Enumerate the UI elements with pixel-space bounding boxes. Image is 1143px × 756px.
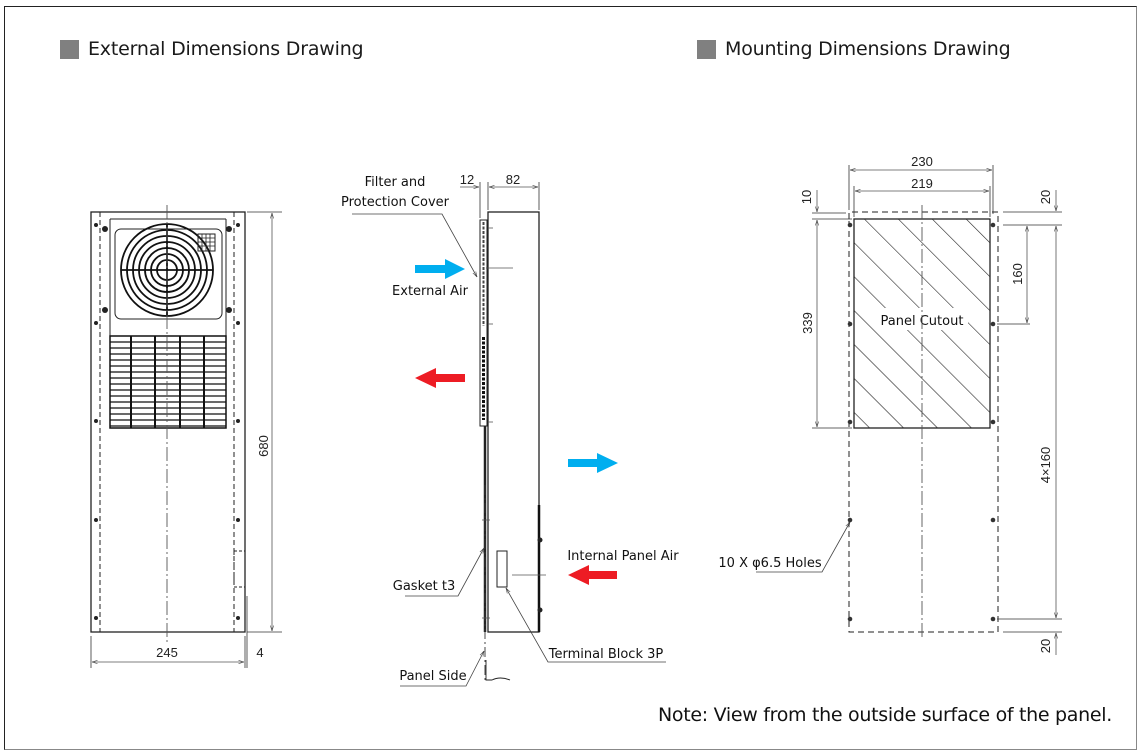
gasket-label: Gasket t3 — [393, 579, 455, 594]
screw-icon — [102, 226, 108, 232]
dim-width-label: 245 — [156, 645, 178, 660]
dim-depth-label: 82 — [506, 172, 520, 187]
view-note: Note: View from the outside surface of t… — [658, 704, 1112, 726]
mounting-hole-icon — [847, 222, 853, 228]
mounting-hole-icon — [847, 517, 853, 523]
dim-hole-pitch-label: 160 — [1010, 263, 1025, 285]
dim-cutout-width-label: 219 — [911, 176, 933, 191]
dim-height-label: 680 — [256, 435, 271, 457]
filter-cover — [479, 219, 488, 427]
screw-icon — [94, 518, 98, 522]
mounting-hole-icon — [847, 419, 853, 425]
screw-icon — [102, 307, 108, 313]
external-air-in-arrow-icon — [415, 259, 465, 279]
section-square-icon — [697, 39, 716, 59]
dim-total-pitch-label: 4×160 — [1038, 447, 1053, 484]
screw-icon — [226, 226, 232, 232]
screw-icon — [236, 321, 240, 325]
panel-side-label: Panel Side — [399, 669, 466, 684]
front-view: 680 245 4 — [90, 205, 282, 668]
screw-icon — [236, 223, 240, 227]
mounting-hole-icon — [847, 321, 853, 327]
external-air-label: External Air — [392, 284, 469, 299]
screw-icon — [236, 419, 240, 423]
dim-cutout-height-label: 339 — [800, 312, 815, 334]
screw-icon — [236, 616, 240, 620]
terminal-box — [233, 550, 246, 588]
terminal-block — [496, 550, 508, 588]
mounting-view: Panel Cutout 230 219 10 339 20 160 4×160 — [718, 154, 1062, 655]
screw-icon — [94, 419, 98, 423]
holes-label: 10 X φ6.5 Holes — [718, 556, 821, 571]
dim-outer-width-label: 230 — [911, 154, 933, 169]
screw-icon — [226, 307, 232, 313]
screw-icon — [94, 616, 98, 620]
drawing-frame — [4, 6, 1137, 750]
screw-icon — [236, 518, 240, 522]
mounting-hole-icon — [990, 321, 996, 327]
dim-bottom-label: 20 — [1038, 639, 1053, 653]
dim-top-offset-label: 10 — [799, 190, 814, 204]
mounting-dimensions-title: Mounting Dimensions Drawing — [697, 38, 1011, 60]
section-square-icon — [60, 39, 79, 59]
side-body — [487, 211, 540, 633]
screw-icon — [94, 223, 98, 227]
screw-icon — [94, 321, 98, 325]
fan-housing — [114, 228, 223, 320]
dim-offset-label: 4 — [256, 645, 263, 660]
mounting-hole-icon — [990, 419, 996, 425]
mounting-title-text: Mounting Dimensions Drawing — [725, 38, 1011, 60]
external-air-out-arrow-icon — [415, 368, 465, 388]
mounting-hole-icon — [990, 616, 996, 622]
internal-air-label: Internal Panel Air — [567, 549, 679, 564]
mounting-hole-icon — [990, 517, 996, 523]
unit-outline — [90, 211, 246, 633]
terminal-label: Terminal Block 3P — [548, 647, 664, 662]
unit-outline-dashed — [848, 211, 999, 633]
internal-air-in-arrow-icon — [568, 565, 617, 585]
filter-label-line2: Protection Cover — [341, 195, 450, 210]
filter-label-line1: Filter and — [365, 175, 426, 190]
dim-top-right-label: 20 — [1038, 190, 1053, 204]
fan-grid — [197, 233, 216, 252]
mounting-hole-icon — [990, 222, 996, 228]
internal-air-out-arrow-icon — [568, 453, 618, 473]
external-title-text: External Dimensions Drawing — [88, 38, 364, 60]
mounting-hole-icon — [847, 616, 853, 622]
louver-grill — [109, 335, 227, 429]
dim-filter-label: 12 — [460, 172, 474, 187]
external-dimensions-title: External Dimensions Drawing — [60, 38, 364, 60]
side-view: 12 82 Filter and Protection Cover Extern… — [341, 172, 679, 687]
